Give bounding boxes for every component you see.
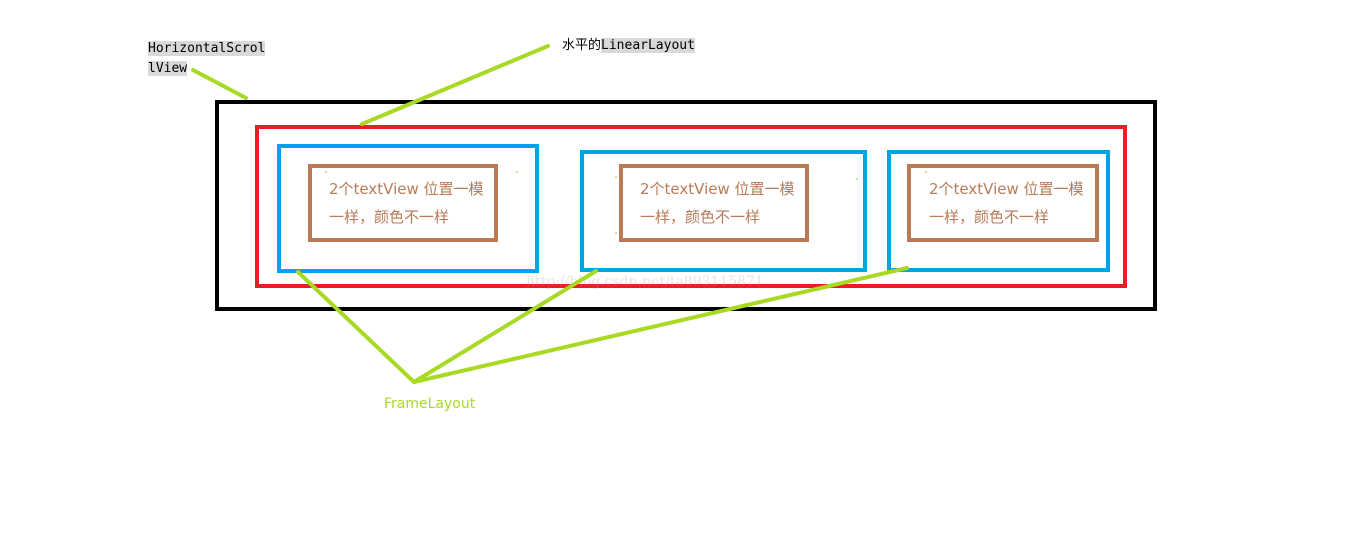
- text-view-line-1: 2个textView 位置一模: [640, 180, 795, 198]
- tick-mark: [925, 171, 927, 173]
- tick-mark: [325, 171, 327, 173]
- text-view-line-2: 一样，颜色不一样: [640, 208, 761, 226]
- ll-label-prefix: 水平的: [562, 38, 602, 53]
- text-view-content-2: 2个textView 位置一模 一样，颜色不一样: [640, 175, 795, 231]
- ll-label-name: LinearLayout: [601, 38, 695, 53]
- text-view-box-3: [907, 164, 1099, 242]
- tick-mark: [615, 176, 617, 178]
- text-view-content-1: 2个textView 位置一模 一样，颜色不一样: [329, 175, 484, 231]
- text-view-content-3: 2个textView 位置一模 一样，颜色不一样: [929, 175, 1084, 231]
- tick-mark: [615, 232, 617, 234]
- text-view-box-1: [308, 164, 498, 242]
- text-view-line-2: 一样，颜色不一样: [329, 208, 450, 226]
- hsv-label-line-1: HorizontalScrol: [148, 41, 266, 56]
- frame-layout-label: FrameLayout: [384, 396, 476, 412]
- watermark-text: http://blog.csdn.net/ta893115871: [526, 274, 764, 290]
- linear-layout-label: 水平的LinearLayout: [562, 36, 695, 56]
- text-view-line-2: 一样，颜色不一样: [929, 208, 1050, 226]
- hsv-label-line-2: lView: [148, 61, 188, 76]
- text-view-line-1: 2个textView 位置一模: [329, 180, 484, 198]
- tick-mark: [856, 178, 858, 180]
- horizontal-scroll-view-label: HorizontalScrol lView: [148, 39, 266, 79]
- text-view-line-1: 2个textView 位置一模: [929, 180, 1084, 198]
- frame-layout-box-3: [887, 150, 1110, 272]
- text-view-box-2: [619, 164, 809, 242]
- tick-mark: [516, 171, 518, 173]
